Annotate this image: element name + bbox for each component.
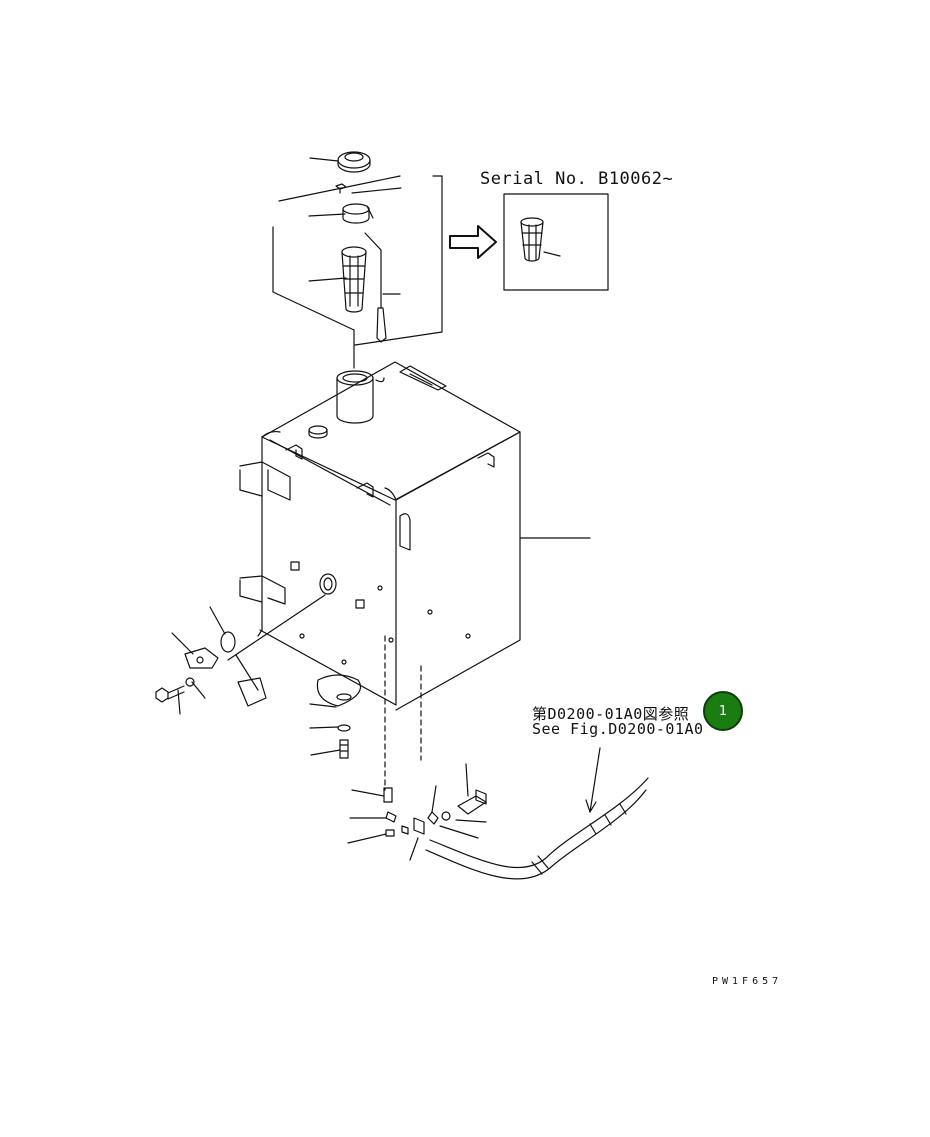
arrow-icon — [450, 226, 496, 258]
dipstick[interactable] — [365, 233, 386, 342]
reference-label-jp: 第D0200-01A0図参照 — [532, 705, 690, 723]
leader-lines-top — [309, 158, 401, 294]
strainer[interactable] — [342, 247, 366, 312]
hydraulic-tank[interactable] — [228, 362, 520, 710]
hose[interactable] — [426, 748, 648, 879]
leader-lines-left — [172, 538, 590, 755]
drain-plug[interactable] — [317, 675, 360, 758]
reference-label-en: See Fig.D0200-01A0 — [532, 720, 704, 738]
leader-lines-bottom — [348, 764, 486, 860]
item-number-badge[interactable]: 1 — [703, 691, 743, 731]
dashed-connectors — [385, 636, 421, 790]
drawing-code: PW1F657 — [712, 976, 783, 987]
filter-collar[interactable] — [343, 204, 373, 223]
serial-box — [504, 194, 608, 290]
level-switch[interactable] — [156, 632, 266, 706]
serial-number-label: Serial No. B10062~ — [480, 169, 674, 189]
pipe-fittings[interactable] — [384, 788, 486, 836]
group-bracket — [273, 176, 442, 345]
filler-cap[interactable] — [338, 152, 370, 172]
